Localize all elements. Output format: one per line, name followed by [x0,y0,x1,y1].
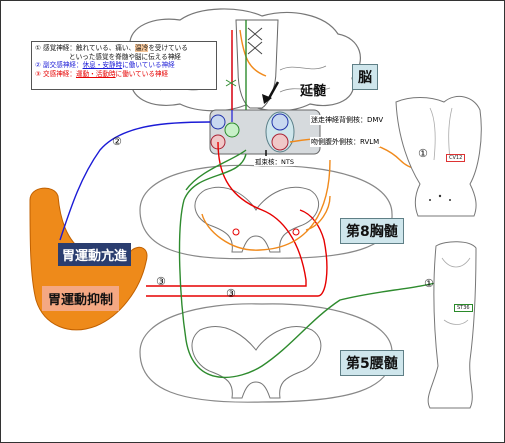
legend-sensory: ① 感覚神経：触れている、痛い、温冷を受けている [35,44,213,53]
torso-outline [396,96,481,216]
legend-box: ① 感覚神経：触れている、痛い、温冷を受けている といった感覚を脊髄や脳に伝える… [31,41,217,90]
lumbar-label: 第5腰髄 [340,350,404,376]
nts-label: 孤束核：NTS [254,156,295,166]
dmv-node [272,114,288,130]
abdomen-point-tag: CV12 [446,154,465,162]
gastric-motility-down-label: 胃運動抑制 [42,286,119,311]
legend-sensory-cont: といった感覚を脊髄や脳に伝える神経 [35,53,213,62]
dmv-label: 迷走神経背側核：DMV [310,115,384,125]
legend-sympathetic: ③ 交感神経：運動・活動時に働いている神経 [35,70,213,79]
label-num-2: ② [112,135,122,148]
label-num-1-leg: ① [424,277,434,290]
label-num-1-top: ① [418,147,428,160]
rvlm-label: 吻側腹外側核：RVLM [310,137,380,147]
label-num-3-a: ③ [156,275,166,288]
gastric-motility-up-label: 胃運動亢進 [58,243,131,266]
leg-point-tag: ST36 [454,304,473,312]
brain-label: 脳 [352,64,378,90]
label-num-3-b: ③ [226,287,236,300]
medulla-label: 延髄 [300,80,326,99]
thoracic-label: 第8胸髄 [340,218,404,244]
legend-parasympathetic: ② 副交感神経：休息・安静時に働いている神経 [35,61,213,70]
rvlm-node [272,134,288,150]
